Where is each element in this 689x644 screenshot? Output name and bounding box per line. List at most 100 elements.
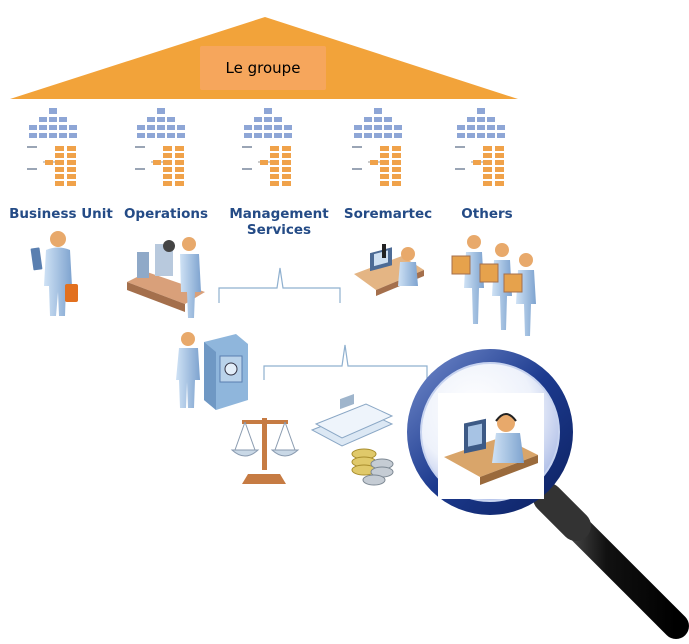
org-node <box>147 125 155 130</box>
roof-label: Le groupe <box>200 46 326 90</box>
unit-label-operations: Operations <box>123 206 209 222</box>
org-node <box>374 133 382 138</box>
org-node <box>59 117 67 122</box>
org-node <box>392 153 401 158</box>
org-node <box>497 125 505 130</box>
org-node <box>55 160 64 165</box>
org-node <box>487 125 495 130</box>
org-node <box>69 125 77 130</box>
org-node <box>394 133 402 138</box>
org-node <box>487 117 495 122</box>
org-node <box>495 167 504 172</box>
org-node <box>284 125 292 130</box>
org-node <box>467 117 475 122</box>
documents-and-coins-icon <box>310 393 394 486</box>
org-node <box>380 181 389 186</box>
org-chart-icon <box>242 108 292 186</box>
org-node <box>392 174 401 179</box>
org-node <box>163 160 172 165</box>
org-node <box>55 167 64 172</box>
org-node <box>264 133 272 138</box>
org-node <box>282 153 291 158</box>
org-node <box>175 146 184 151</box>
org-node <box>495 146 504 151</box>
org-caption <box>27 168 37 170</box>
org-node <box>274 125 282 130</box>
scientist-microscope-icon <box>354 244 424 296</box>
org-node <box>370 160 378 165</box>
org-node <box>483 153 492 158</box>
org-node <box>55 146 64 151</box>
org-node <box>45 160 53 165</box>
org-node <box>49 117 57 122</box>
bracket-services <box>263 344 428 380</box>
org-node <box>254 117 262 122</box>
org-node <box>254 133 262 138</box>
org-node <box>374 125 382 130</box>
org-node <box>477 125 485 130</box>
org-node <box>384 133 392 138</box>
org-node <box>55 181 64 186</box>
org-node <box>270 153 279 158</box>
org-node <box>274 133 282 138</box>
org-node <box>39 117 47 122</box>
org-node <box>477 117 485 122</box>
org-node <box>167 133 175 138</box>
factory-worker-conveyor-icon <box>127 237 205 318</box>
org-node <box>167 117 175 122</box>
org-node <box>39 125 47 130</box>
org-node <box>392 167 401 172</box>
org-node <box>282 181 291 186</box>
unit-label-business-unit: Business Unit <box>9 206 113 222</box>
org-node <box>163 146 172 151</box>
org-caption <box>455 146 465 148</box>
org-node <box>282 146 291 151</box>
org-node <box>477 108 485 114</box>
org-caption <box>242 146 252 148</box>
org-node <box>374 117 382 122</box>
org-chart-icon <box>135 108 185 186</box>
org-node <box>175 174 184 179</box>
org-node <box>380 167 389 172</box>
org-node <box>157 133 165 138</box>
org-caption <box>455 168 465 170</box>
org-node <box>457 133 465 138</box>
org-node <box>473 160 481 165</box>
org-node <box>392 160 401 165</box>
org-node <box>167 125 175 130</box>
org-caption <box>27 146 37 148</box>
org-node <box>467 125 475 130</box>
org-node <box>380 160 389 165</box>
org-node <box>175 153 184 158</box>
org-node <box>163 174 172 179</box>
org-caption <box>352 168 362 170</box>
org-node <box>157 125 165 130</box>
person-at-safe-icon <box>176 332 248 410</box>
org-node <box>274 117 282 122</box>
org-node <box>380 153 389 158</box>
org-caption <box>135 168 145 170</box>
org-node <box>264 117 272 122</box>
org-node <box>270 181 279 186</box>
org-node <box>392 181 401 186</box>
org-node <box>374 108 382 114</box>
org-node <box>67 181 76 186</box>
org-node <box>67 167 76 172</box>
org-node <box>392 146 401 151</box>
org-caption <box>135 146 145 148</box>
org-node <box>495 160 504 165</box>
org-node <box>495 174 504 179</box>
org-node <box>483 174 492 179</box>
org-node <box>67 174 76 179</box>
org-node <box>394 125 402 130</box>
org-node <box>59 125 67 130</box>
org-node <box>49 125 57 130</box>
org-node <box>177 125 185 130</box>
unit-label-others: Others <box>461 206 513 222</box>
businessman-with-briefcase-icon <box>30 231 78 316</box>
org-node <box>364 125 372 130</box>
helpdesk-operator-icon <box>438 393 544 499</box>
org-node <box>483 160 492 165</box>
org-node <box>264 108 272 114</box>
